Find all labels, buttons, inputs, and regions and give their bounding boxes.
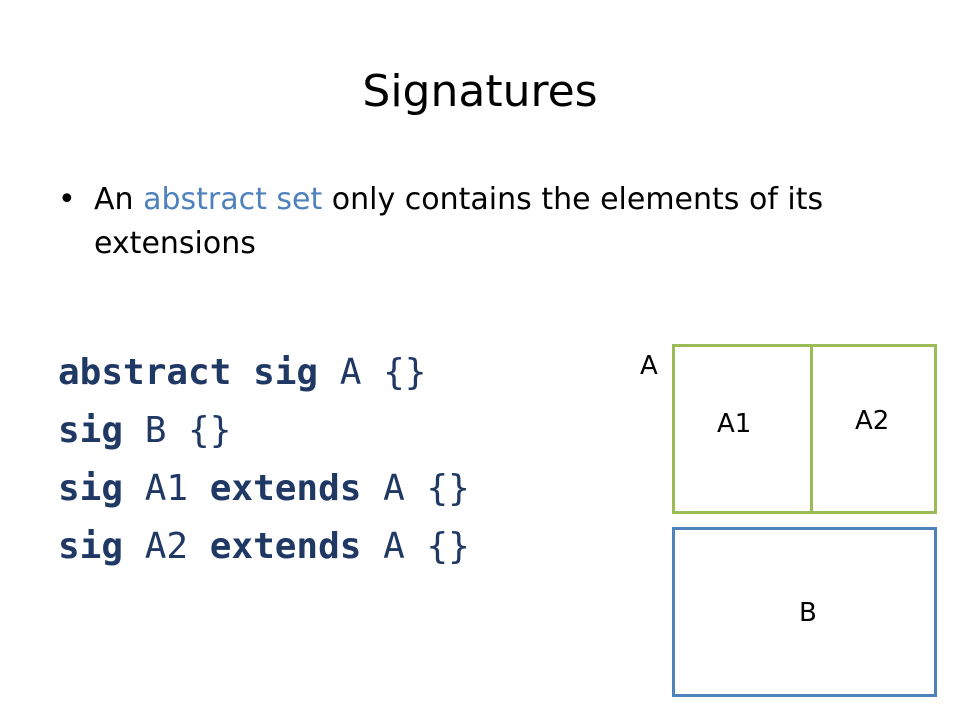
bullet-highlight: abstract set [143, 182, 323, 217]
set-a1-label: A1 [717, 409, 752, 439]
code-line: sig A1 extends A {} [58, 460, 470, 518]
code-keyword: extends [209, 468, 362, 509]
code-token: A {} [361, 468, 470, 509]
code-token: A2 [123, 526, 210, 567]
code-keyword: abstract [58, 352, 232, 393]
code-token: B {} [123, 410, 232, 451]
bullet-dot-icon: • [58, 182, 76, 217]
set-a-divider [810, 344, 813, 514]
code-token: A {} [318, 352, 427, 393]
code-keyword: sig [58, 410, 124, 451]
code-block: abstract sig A {}sig B {}sig A1 extends … [58, 344, 470, 576]
set-a2-label: A2 [855, 406, 890, 436]
bullet-prefix: An [94, 182, 144, 217]
code-keyword: extends [209, 526, 362, 567]
slide-title: Signatures [362, 66, 598, 117]
code-line: abstract sig A {} [58, 344, 470, 402]
code-token: A {} [361, 526, 470, 567]
code-line: sig B {} [58, 402, 470, 460]
code-token [231, 352, 253, 393]
bullet-suffix: only contains the elements of its extens… [94, 182, 824, 261]
set-a-box [672, 344, 937, 514]
bullet-item: • An abstract set only contains the elem… [58, 178, 908, 266]
code-keyword: sig [58, 526, 124, 567]
code-keyword: sig [58, 468, 124, 509]
code-token: A1 [123, 468, 210, 509]
code-line: sig A2 extends A {} [58, 518, 470, 576]
code-keyword: sig [253, 352, 319, 393]
set-a-label: A [640, 351, 658, 381]
bullet-text: An abstract set only contains the elemen… [94, 178, 908, 266]
set-b-label: B [799, 598, 817, 628]
set-b-box [672, 527, 937, 697]
